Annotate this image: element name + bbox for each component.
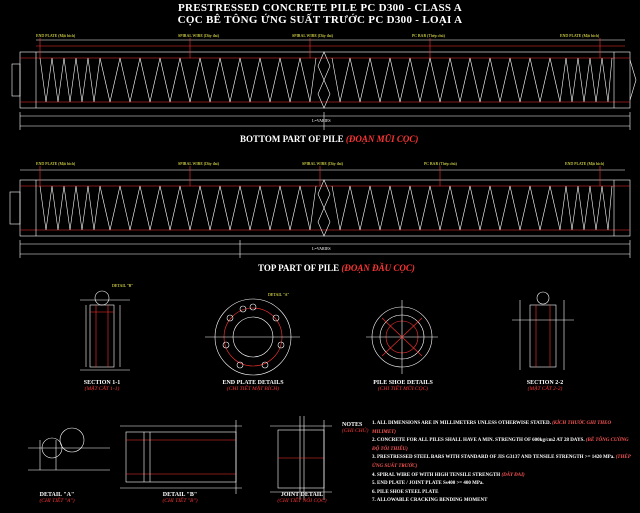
detail-a-drawing: [28, 427, 110, 471]
drawing-title: PRESTRESSED CONCRETE PILE PC D300 - CLAS…: [178, 2, 462, 14]
note-line: 7. ALLOWABLE CRACKING BENDING MOMENT: [372, 498, 488, 504]
label-spiral-wire-mid: SPIRAL WIRE (Dây đai): [292, 33, 333, 38]
label-end-plate-bottom: END PLATE (Mặt bích): [36, 33, 76, 38]
top-part-caption: TOP PART OF PILE (ĐOẠN ĐẦU CỌC): [258, 263, 415, 273]
bottom-part-caption: BOTTOM PART OF PILE (ĐOẠN MŨI CỌC): [240, 134, 419, 144]
detail-b-drawing: [120, 420, 242, 494]
section-1-1-caption: SECTION 1-1(MẶT CẮT 1-1): [83, 380, 121, 392]
section-2-2-caption: SECTION 2-2(MẶT CẮT 2-2): [526, 380, 564, 392]
label-length-top: L=VARIES: [312, 246, 331, 251]
label-end-plate-right: END PLATE (Mặt bích): [560, 33, 600, 38]
pile-shoe-drawing: [366, 300, 438, 374]
label-length-bottom: L=VARIES: [312, 118, 331, 123]
label-pc-bar-bottom: PC BAR (Thép chủ): [412, 33, 445, 38]
section-2-2-drawing: [512, 291, 574, 370]
note-line: 6. PILE SHOE STEEL PLATE: [372, 489, 439, 495]
notes-list: 1. ALL DIMENSIONS ARE IN MILLIMETERS UNL…: [372, 420, 634, 506]
callout-detail-b: DETAIL "B": [112, 283, 133, 288]
label-spiral-wire-top: SPIRAL WIRE (Dây đai): [178, 161, 219, 166]
section-1-1-drawing: [80, 290, 130, 371]
bottom-pile-elevation: [11, 38, 637, 130]
label-pc-bar-top: PC BAR (Thép chủ): [424, 161, 457, 166]
detail-b-caption: DETAIL "B"(CHI TIẾT "B"): [162, 492, 198, 504]
label-end-plate-top-right: END PLATE (Mặt bích): [565, 161, 605, 166]
callout-detail-a: DETAIL "A": [268, 292, 290, 297]
drawing-title-vi: CỌC BÊ TÔNG ỨNG SUẤT TRƯỚC PC D300 - LOẠ…: [177, 14, 463, 26]
label-end-plate-top: END PLATE (Mặt bích): [36, 161, 76, 166]
label-spiral-wire-bottom: SPIRAL WIRE (Dây đai): [178, 33, 219, 38]
note-line: 5. END PLATE / JOINT PLATE Ss400 >= 400 …: [372, 481, 484, 487]
pile-shoe-caption: PILE SHOE DETAILS(CHI TIẾT MŨI CỌC): [373, 380, 433, 392]
end-plate-caption: END PLATE DETAILS(CHI TIẾT MẶT BÍCH): [222, 380, 284, 392]
label-spiral-wire-top-mid: SPIRAL WIRE (Dây đai): [302, 161, 343, 166]
joint-detail-caption: JOINT DETAIL(CHI TIẾT NỐI CỌC): [277, 492, 327, 504]
end-plate-drawing: [205, 298, 300, 376]
note-line: 3. PRESTRESSED STEEL BARS WITH STANDARD …: [372, 455, 631, 469]
notes-header: NOTES (GHI CHÚ): [342, 422, 369, 434]
joint-detail-drawing: [270, 416, 332, 500]
note-line: 4. SPIRAL WIRE OF WITH HIGH TENSILE STRE…: [372, 472, 525, 478]
top-pile-elevation: [9, 166, 631, 258]
note-line: 1. ALL DIMENSIONS ARE IN MILLIMETERS UNL…: [372, 421, 612, 435]
detail-a-caption: DETAIL "A"(CHI TIẾT "A"): [39, 492, 75, 504]
note-line: 2. CONCRETE FOR ALL PILES SHALL HAVE A M…: [372, 438, 629, 452]
